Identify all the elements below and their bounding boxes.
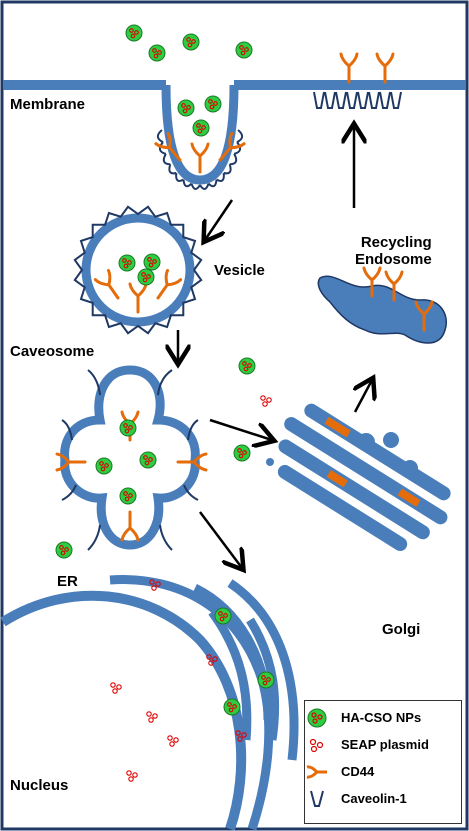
nanoparticle-icon xyxy=(119,419,137,437)
nanoparticles xyxy=(55,24,275,716)
golgi-vesicle xyxy=(357,433,375,451)
arrow-caveosome-to-er xyxy=(199,511,242,568)
plasmid-icon xyxy=(309,738,324,753)
pathway-arrows xyxy=(178,126,372,568)
arrow-golgi-to-endosome xyxy=(355,380,372,413)
cd44-receptor-icon xyxy=(339,52,359,84)
legend-item-caveolin: Caveolin-1 xyxy=(305,788,463,810)
cd44-receptors xyxy=(55,52,434,542)
plasma-membrane-right xyxy=(234,80,466,90)
label-caveosome: Caveosome xyxy=(10,343,95,360)
cd44-receptor-icon xyxy=(306,765,327,779)
nanoparticle-icon xyxy=(238,357,256,375)
vesicle xyxy=(73,205,203,335)
nanoparticle-icon xyxy=(223,698,241,716)
legend-item-cd44: CD44 xyxy=(305,761,463,783)
nanoparticle-icon xyxy=(118,254,136,272)
plasmid-icon xyxy=(110,682,122,694)
caveolin-icon xyxy=(310,790,324,807)
nanoparticle-icon xyxy=(233,444,251,462)
nanoparticle-icon xyxy=(204,95,222,113)
nanoparticle-icon xyxy=(55,541,73,559)
caveosome xyxy=(60,365,200,551)
nanoparticle-icon xyxy=(139,451,157,469)
arrow-pit-to-vesicle xyxy=(205,199,234,240)
legend-item-plasmid: SEAP plasmid xyxy=(305,734,463,756)
nanoparticle-icon xyxy=(177,99,195,117)
plasmid-icon xyxy=(146,711,158,723)
legend-label-cd44: CD44 xyxy=(341,764,375,779)
nanoparticle-icon xyxy=(143,253,161,271)
nucleus-envelope xyxy=(0,590,247,831)
nanoparticle-icon xyxy=(307,708,327,728)
label-membrane: Membrane xyxy=(10,96,86,113)
legend-label-nanoparticle: HA-CSO NPs xyxy=(341,710,422,725)
golgi-apparatus xyxy=(277,403,451,552)
cd44-receptor-icon xyxy=(120,510,140,542)
arrow-caveosome-to-golgi xyxy=(209,418,272,440)
label-er: ER xyxy=(57,573,78,590)
cd44-receptor-icon xyxy=(55,452,87,472)
cd44-receptor-icon xyxy=(384,270,404,302)
plasmid-icon xyxy=(235,730,247,742)
label-nucleus: Nucleus xyxy=(10,777,69,794)
golgi-vesicle xyxy=(383,432,399,448)
legend-item-nanoparticle: HA-CSO NPs xyxy=(305,707,463,729)
nanoparticle-icon xyxy=(192,119,210,137)
plasma-membrane-left xyxy=(3,80,166,90)
nanoparticle-icon xyxy=(214,607,232,625)
cd44-receptor-icon xyxy=(176,452,208,472)
nanoparticle-icon xyxy=(148,44,166,62)
legend-label-plasmid: SEAP plasmid xyxy=(341,737,429,752)
seap-plasmids xyxy=(110,395,272,782)
cd44-receptor-icon xyxy=(414,300,434,332)
nanoparticle-icon xyxy=(137,268,155,286)
label-vesicle: Vesicle xyxy=(214,262,265,279)
label-recycling-endosome: Recycling Endosome xyxy=(355,234,432,269)
cd44-receptor-icon xyxy=(154,131,182,162)
cd44-receptor-icon xyxy=(375,52,395,84)
plasmid-icon xyxy=(167,735,179,747)
nanoparticle-icon xyxy=(119,487,137,505)
nanoparticle-icon xyxy=(182,33,200,51)
cd44-receptor-icon xyxy=(93,268,120,300)
legend-label-caveolin: Caveolin-1 xyxy=(341,791,407,806)
nanoparticle-icon xyxy=(125,24,143,42)
cd44-receptor-icon xyxy=(218,131,246,162)
plasmid-icon xyxy=(260,395,272,407)
nanoparticle-icon xyxy=(95,457,113,475)
nanoparticle-icon xyxy=(235,41,253,59)
cd44-receptor-icon xyxy=(156,268,183,300)
cd44-receptor-icon xyxy=(362,266,382,298)
label-golgi: Golgi xyxy=(382,621,421,638)
cd44-receptor-icon xyxy=(190,142,210,174)
plasmid-icon xyxy=(206,654,218,666)
legend: HA-CSO NPs SEAP plasmid CD44 Caveolin-1 xyxy=(304,700,462,824)
surface-caveolin-row xyxy=(313,91,402,109)
golgi-vesicle xyxy=(266,458,274,466)
plasmid-icon xyxy=(149,579,161,591)
plasmid-icon xyxy=(126,770,138,782)
golgi-vesicle xyxy=(402,460,418,476)
nanoparticle-icon xyxy=(257,671,275,689)
